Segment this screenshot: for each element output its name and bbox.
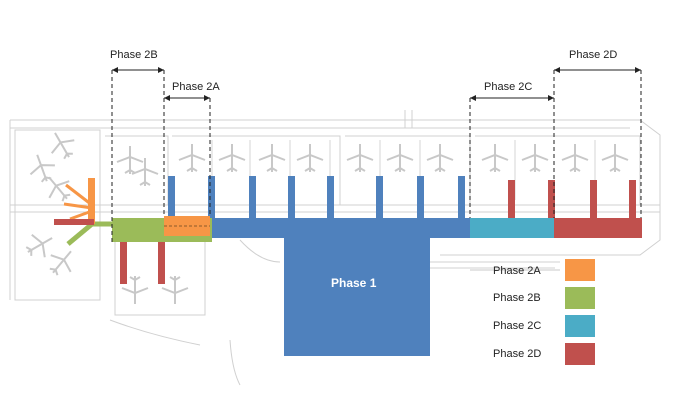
aircraft-icon [25,233,53,258]
legend-swatch-2b [565,287,595,309]
phase-2c-concourse [470,218,554,238]
aircraft-icon [346,144,374,172]
aircraft-icon [131,158,159,186]
phase-1-area [168,176,472,356]
aircraft-icon [258,144,286,172]
aircraft-icon [29,154,55,183]
aircraft-icon [48,176,71,202]
aircraft-icon [50,132,75,160]
apron-outline [9,110,661,386]
label-phase-2c: Phase 2C [484,81,533,93]
aircraft-icon [116,146,144,174]
pier-3 [249,176,256,218]
legend-swatch-2d [565,343,595,365]
aircraft-icon [386,144,414,172]
phase-2a-pier [88,178,95,224]
phase-2d-pier-4 [629,180,636,218]
aircraft-icon [426,144,454,172]
aircraft-icon [481,144,509,172]
legend-swatch-2c [565,315,595,337]
label-phase-2b: Phase 2B [110,49,158,61]
aircraft-silhouettes [25,132,629,304]
phase-1-main-block [284,218,430,356]
aircraft-icon [296,144,324,172]
bracket-arrowheads [112,67,641,101]
phase-2d-pier-2 [548,180,555,218]
phase-2c-area [470,218,554,238]
phase-2d-concourse [554,218,642,238]
pier-8 [458,176,465,218]
aircraft-icon [178,144,206,172]
aircraft-icon [561,144,589,172]
aircraft-icon [121,276,149,304]
pier-2 [208,176,215,218]
legend-label-2a: Phase 2A [493,265,541,277]
pier-5 [327,176,334,218]
phase-2d-west-connector [54,219,94,225]
legend-label-2b: Phase 2B [493,292,541,304]
phase-2d-area [54,180,642,284]
pier-7 [417,176,424,218]
aircraft-icon [601,144,629,172]
phase-1-label: Phase 1 [331,276,377,290]
aircraft-icon [521,144,549,172]
pier-1 [168,176,175,218]
legend-label-2c: Phase 2C [493,320,542,332]
aircraft-icon [218,144,246,172]
label-phase-2a: Phase 2A [172,81,220,93]
legend-label-2d: Phase 2D [493,348,542,360]
phase-2d-south-pier-2 [158,242,165,284]
aircraft-icon [161,276,189,304]
phase-2d-south-pier-1 [120,242,127,284]
pier-6 [376,176,383,218]
aircraft-icon [49,250,72,276]
pier-4 [288,176,295,218]
phase-2d-pier-3 [590,180,597,218]
phase-2a-area [63,178,210,236]
phase-2d-pier-1 [508,180,515,218]
phase-brackets [111,69,642,242]
label-phase-2d: Phase 2D [569,49,618,61]
legend-swatch-2a [565,259,595,281]
